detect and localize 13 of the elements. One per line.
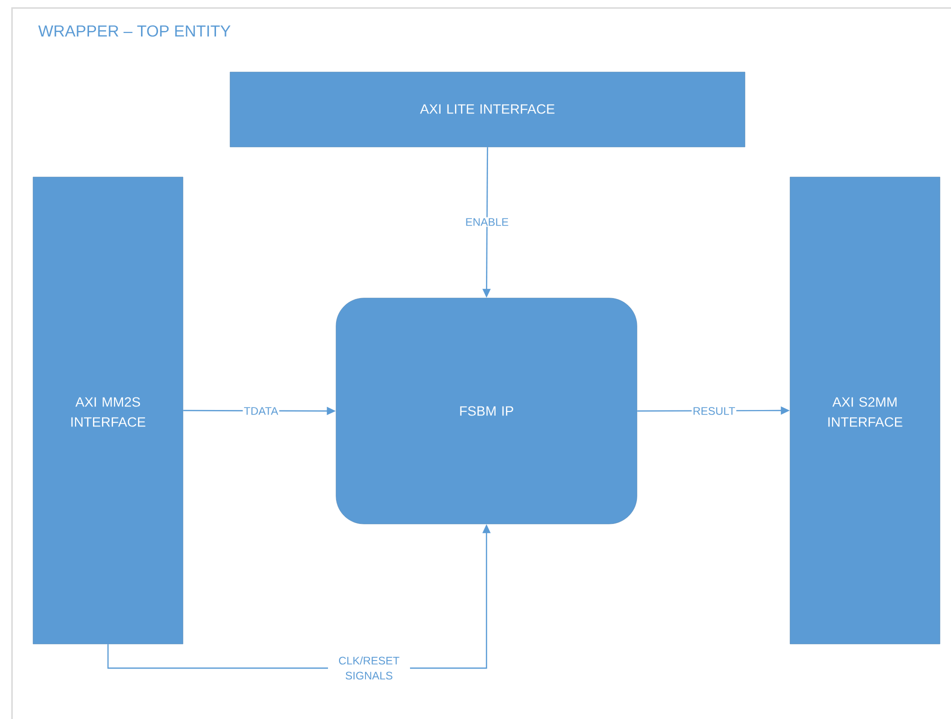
box-label: AXI MM2S INTERFACE bbox=[71, 397, 146, 427]
box-label: AXI S2MM INTERFACE bbox=[828, 397, 902, 427]
interface-box bbox=[32, 176, 184, 644]
rounded-box bbox=[336, 298, 638, 524]
box-label: FSBM IP bbox=[460, 406, 514, 416]
interface-box bbox=[230, 72, 746, 148]
edge-label: ENABLE bbox=[464, 217, 510, 227]
edge-label: TDATA bbox=[242, 406, 280, 416]
box-label: AXI LITE INTERFACE bbox=[420, 104, 554, 114]
edge-label: RESULT bbox=[692, 406, 736, 416]
interface-box bbox=[790, 176, 940, 644]
frame-title: WRAPPER – TOP ENTITY bbox=[38, 25, 230, 37]
edge-label: CLK/RESET SIGNALS bbox=[328, 655, 410, 681]
